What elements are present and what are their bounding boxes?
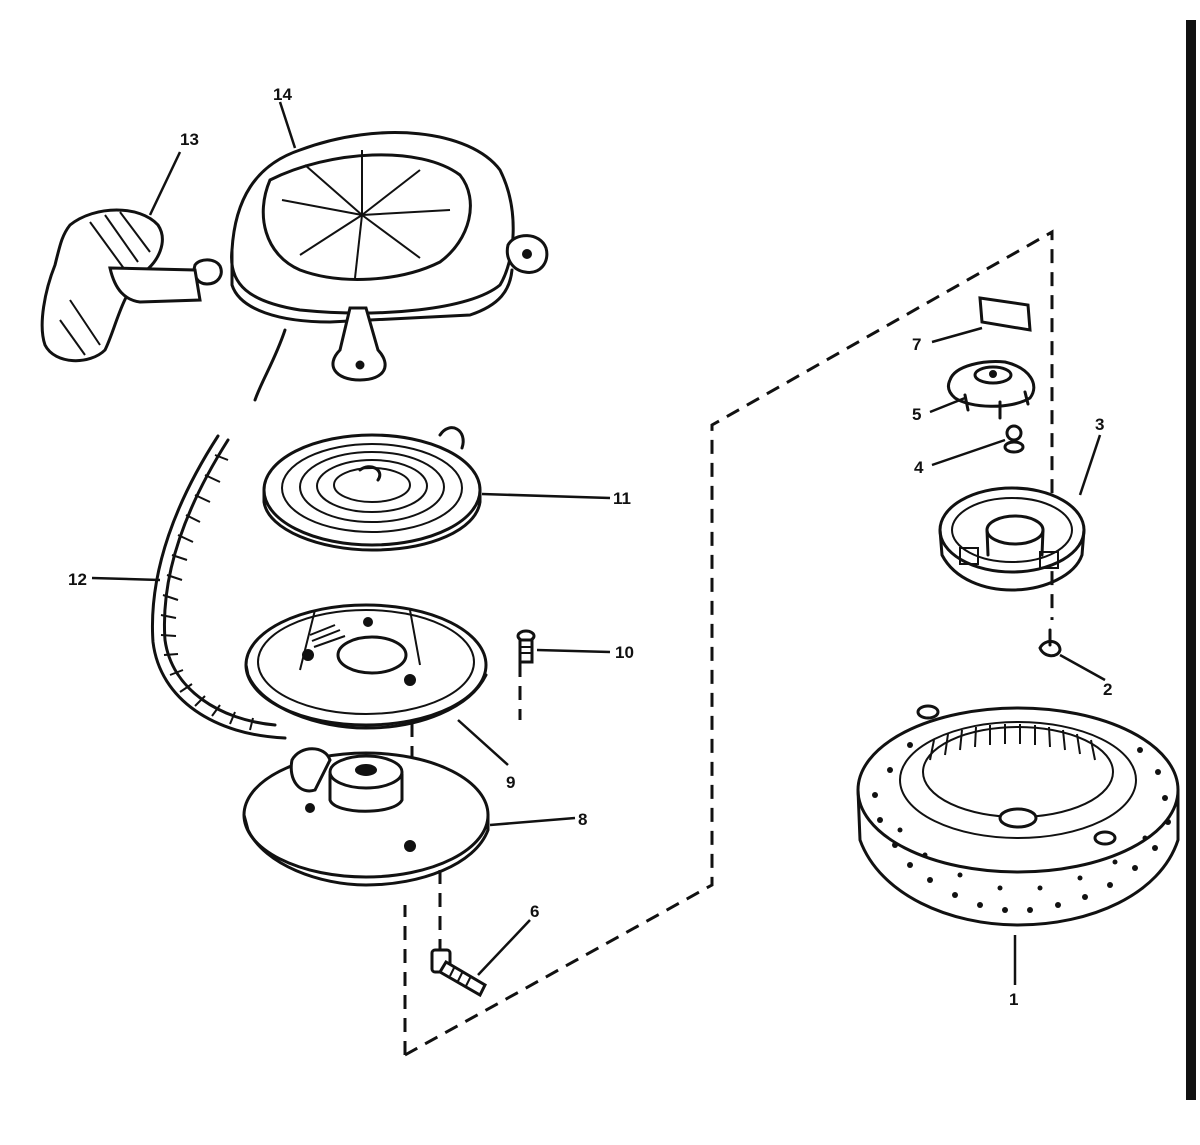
leader-11	[481, 492, 611, 500]
callout-10: 10	[615, 643, 634, 662]
leader-10	[536, 648, 611, 654]
part-10-screw	[516, 629, 536, 664]
callout-3: 3	[1095, 415, 1104, 434]
part-2-screw	[1038, 628, 1062, 658]
part-9-pawl-plate	[244, 603, 488, 730]
leader-12	[91, 576, 161, 582]
callout-13: 13	[180, 130, 199, 149]
leader-13	[148, 151, 182, 216]
leader-9	[457, 719, 509, 766]
leader-8	[489, 816, 576, 827]
part-1-flywheel	[856, 704, 1180, 927]
part-7-pad	[978, 296, 1032, 332]
part-11-recoil-spring	[262, 426, 482, 552]
callout-6: 6	[530, 902, 539, 921]
leader-lines	[91, 101, 1106, 985]
part-3-starter-cup	[938, 486, 1086, 592]
callout-14: 14	[273, 85, 292, 104]
callout-2: 2	[1103, 680, 1112, 699]
leader-14	[278, 101, 297, 149]
callout-4: 4	[914, 458, 924, 477]
callout-5: 5	[912, 405, 921, 424]
leader-3	[1078, 434, 1102, 496]
leader-6	[477, 919, 531, 976]
callout-1: 1	[1009, 990, 1018, 1009]
part-8-pulley	[242, 747, 490, 887]
part-6-bolt	[430, 948, 487, 998]
callout-9: 9	[506, 773, 515, 792]
assembly-dashed-boundary	[403, 229, 1054, 1057]
part-12-starter-rope	[150, 434, 287, 740]
part-14-starter-housing	[192, 131, 549, 402]
leader-2	[1059, 653, 1106, 682]
page-border-bar	[1186, 20, 1196, 1100]
callout-7: 7	[912, 335, 921, 354]
part-4-small-screw	[1003, 424, 1025, 454]
callout-8: 8	[578, 810, 587, 829]
part-13-starter-handle	[40, 208, 202, 363]
callout-11: 11	[613, 489, 631, 508]
leader-5	[929, 396, 966, 414]
part-5-retainer	[946, 360, 1036, 420]
leader-7	[931, 326, 983, 344]
leader-4	[931, 438, 1006, 467]
callout-12: 12	[68, 570, 87, 589]
